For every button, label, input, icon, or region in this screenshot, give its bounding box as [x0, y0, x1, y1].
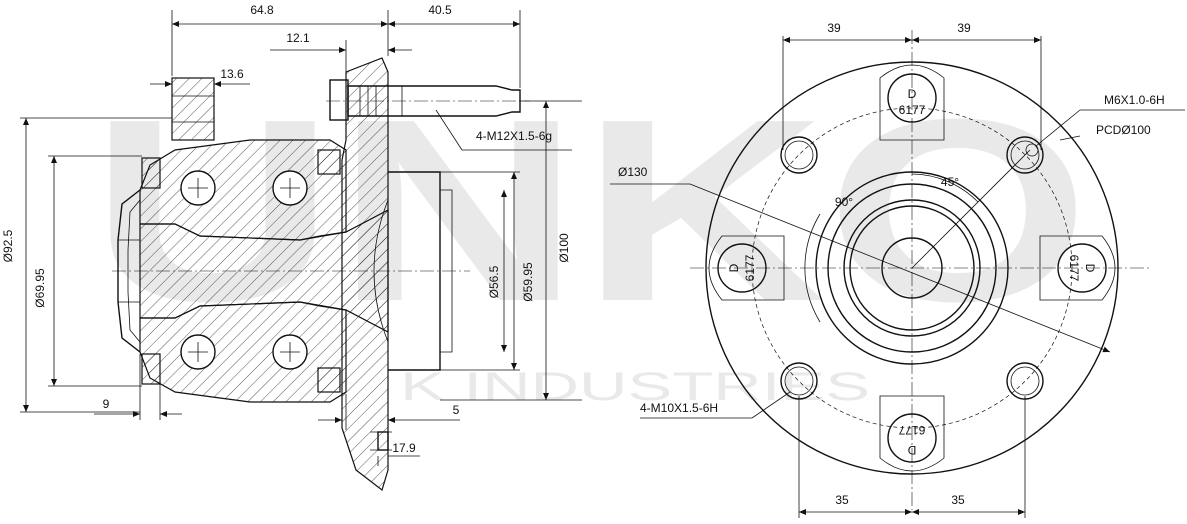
- dim-39-right: 39: [957, 21, 971, 35]
- lobe-mark-left-letter: D: [727, 263, 741, 272]
- dim-39-left: 39: [827, 21, 841, 35]
- dim-dia-100: Ø100: [557, 233, 571, 263]
- flange-lobes: [708, 64, 1116, 472]
- pcd-circle: [751, 107, 1073, 429]
- lobe-mark-bottom-letter: D: [907, 443, 916, 457]
- lobe-right: [1039, 235, 1116, 301]
- bearing-ball: [180, 334, 216, 370]
- flange-bolt: [370, 431, 392, 451]
- dim-35-right: 35: [951, 493, 965, 507]
- dim-dia-56-5: Ø56.5: [487, 265, 501, 298]
- lobe-holes: D 6177 6177 D D 6177 6177 D: [717, 73, 1107, 463]
- lobe-top: [879, 64, 945, 141]
- angle-90: 90°: [835, 195, 853, 209]
- hub-spindle: [139, 209, 389, 333]
- lobe-mark-top-letter: D: [908, 87, 917, 101]
- side-horizontal-dims: 64.8 40.5 12.1 13.6 9 5 17.9: [94, 3, 521, 466]
- hub-bore: [881, 237, 943, 299]
- lobe-mark-left-code: 6177: [743, 254, 757, 281]
- threaded-hole: [780, 136, 818, 174]
- hub-circle-4: [849, 205, 975, 331]
- dim-5: 5: [453, 403, 460, 417]
- threaded-hole: [1006, 362, 1044, 400]
- stud-callout: 4-M12X1.5-6g: [435, 109, 572, 151]
- lobe-mark-top-code: 6177: [899, 103, 926, 117]
- dim-13-6: 13.6: [220, 67, 244, 81]
- hub-circle-1: [815, 171, 1009, 365]
- seal-lower-right: [317, 367, 341, 393]
- bearing-ball: [180, 170, 216, 206]
- flange-outer-circle: [705, 61, 1119, 475]
- seal-lower-left: [141, 353, 161, 385]
- side-vertical-dims: Ø92.5 Ø69.95 Ø56.5 Ø59.95 Ø100: [1, 100, 582, 413]
- dim-dia-59-95: Ø59.95: [521, 262, 535, 302]
- watermark-subtitle: K INDUSTRIES: [400, 365, 870, 409]
- callout-m6: M6X1.0-6H: [1104, 93, 1165, 107]
- dim-12-1: 12.1: [286, 31, 310, 45]
- thread-callouts: M6X1.0-6H PCDØ100: [1035, 93, 1185, 147]
- lobe-bottom: [879, 395, 945, 472]
- callout-pcd: PCDØ100: [1096, 123, 1151, 137]
- dim-dia-69-95: Ø69.95: [33, 268, 47, 308]
- wheel-stud: [326, 79, 530, 121]
- stud-callout-text: 4-M12X1.5-6g: [476, 129, 552, 143]
- front-view: D 6177 6177 D D 6177 6177 D 90° 45°: [610, 21, 1185, 518]
- angle-arc-45: [911, 173, 979, 203]
- bearing-ball: [272, 334, 308, 370]
- front-bottom-dims: 35 35: [798, 396, 1026, 518]
- lobe-mark-right-letter: D: [1083, 264, 1097, 273]
- bearing-balls: [180, 170, 308, 370]
- dim-17-9: 17.9: [392, 441, 416, 455]
- dim-dia-92-5: Ø92.5: [1, 229, 15, 262]
- seal-upper-left: [141, 157, 161, 189]
- angle-45: 45°: [941, 175, 959, 189]
- dust-cap: [117, 189, 141, 353]
- dim-64-8: 64.8: [250, 3, 274, 17]
- sensor-ring: [171, 77, 215, 141]
- lobe-left: [708, 235, 785, 301]
- hub-barrel: [388, 171, 441, 371]
- bearing-ball: [272, 170, 308, 206]
- dim-35-left: 35: [835, 493, 849, 507]
- dim-40-5: 40.5: [428, 3, 452, 17]
- callout-m10: 4-M10X1.5-6H: [640, 401, 718, 415]
- angle-arc-90: [804, 213, 821, 323]
- lobe-mark-right-code: 6177: [1067, 255, 1081, 282]
- hub-circle-2: [827, 183, 997, 353]
- dia-130-callout: Ø130: [610, 165, 1111, 353]
- hub-circle-3: [843, 199, 981, 337]
- small-m6-hole: [1025, 143, 1039, 157]
- lobe-mark-bottom-code: 6177: [898, 423, 925, 437]
- m10-callout: 4-M10X1.5-6H: [640, 391, 791, 419]
- side-view: 64.8 40.5 12.1 13.6 9 5 17.9: [1, 3, 582, 492]
- dim-9: 9: [103, 397, 110, 411]
- threaded-hole: [1006, 136, 1044, 174]
- dim-dia-130: Ø130: [618, 165, 648, 179]
- seal-upper-right: [317, 149, 341, 175]
- front-top-dims: 39 39: [782, 21, 1042, 150]
